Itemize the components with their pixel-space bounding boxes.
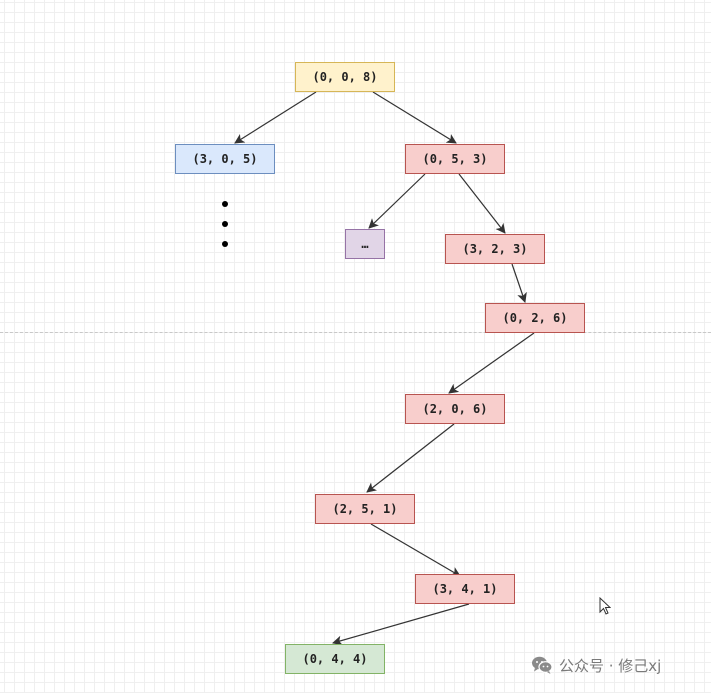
node-level3[interactable]: (0, 2, 6) <box>485 303 585 333</box>
edge-level5-to-level6 <box>370 523 461 577</box>
edge-right-to-pruned <box>368 173 426 229</box>
node-goal[interactable]: (0, 4, 4) <box>285 644 385 674</box>
node-root[interactable]: (0, 0, 8) <box>295 62 395 92</box>
edge-level6-to-goal <box>332 603 470 646</box>
node-left-child[interactable]: (3, 0, 5) <box>175 144 275 174</box>
continuation-dot-2 <box>222 221 228 227</box>
edge-root-to-left <box>234 91 317 144</box>
edge-level2-to-level3 <box>511 263 527 303</box>
edge-level3-to-level4 <box>448 332 535 394</box>
node-pruned-ellipsis[interactable]: … <box>345 229 385 259</box>
edge-root-to-right <box>372 91 457 144</box>
node-right-child[interactable]: (0, 5, 3) <box>405 144 505 174</box>
mouse-pointer-icon <box>599 597 611 615</box>
page-break-divider <box>0 332 711 333</box>
edge-right-to-level2 <box>458 173 506 234</box>
node-level6[interactable]: (3, 4, 1) <box>415 574 515 604</box>
wechat-icon <box>532 656 553 674</box>
continuation-dot-3 <box>222 241 228 247</box>
watermark-text: 公众号 · 修己xj <box>559 656 662 675</box>
watermark: 公众号 · 修己xj <box>531 654 661 676</box>
node-level2[interactable]: (3, 2, 3) <box>445 234 545 264</box>
node-level4[interactable]: (2, 0, 6) <box>405 394 505 424</box>
node-level5[interactable]: (2, 5, 1) <box>315 494 415 524</box>
edge-level4-to-level5 <box>366 423 455 493</box>
continuation-dot-1 <box>222 201 228 207</box>
